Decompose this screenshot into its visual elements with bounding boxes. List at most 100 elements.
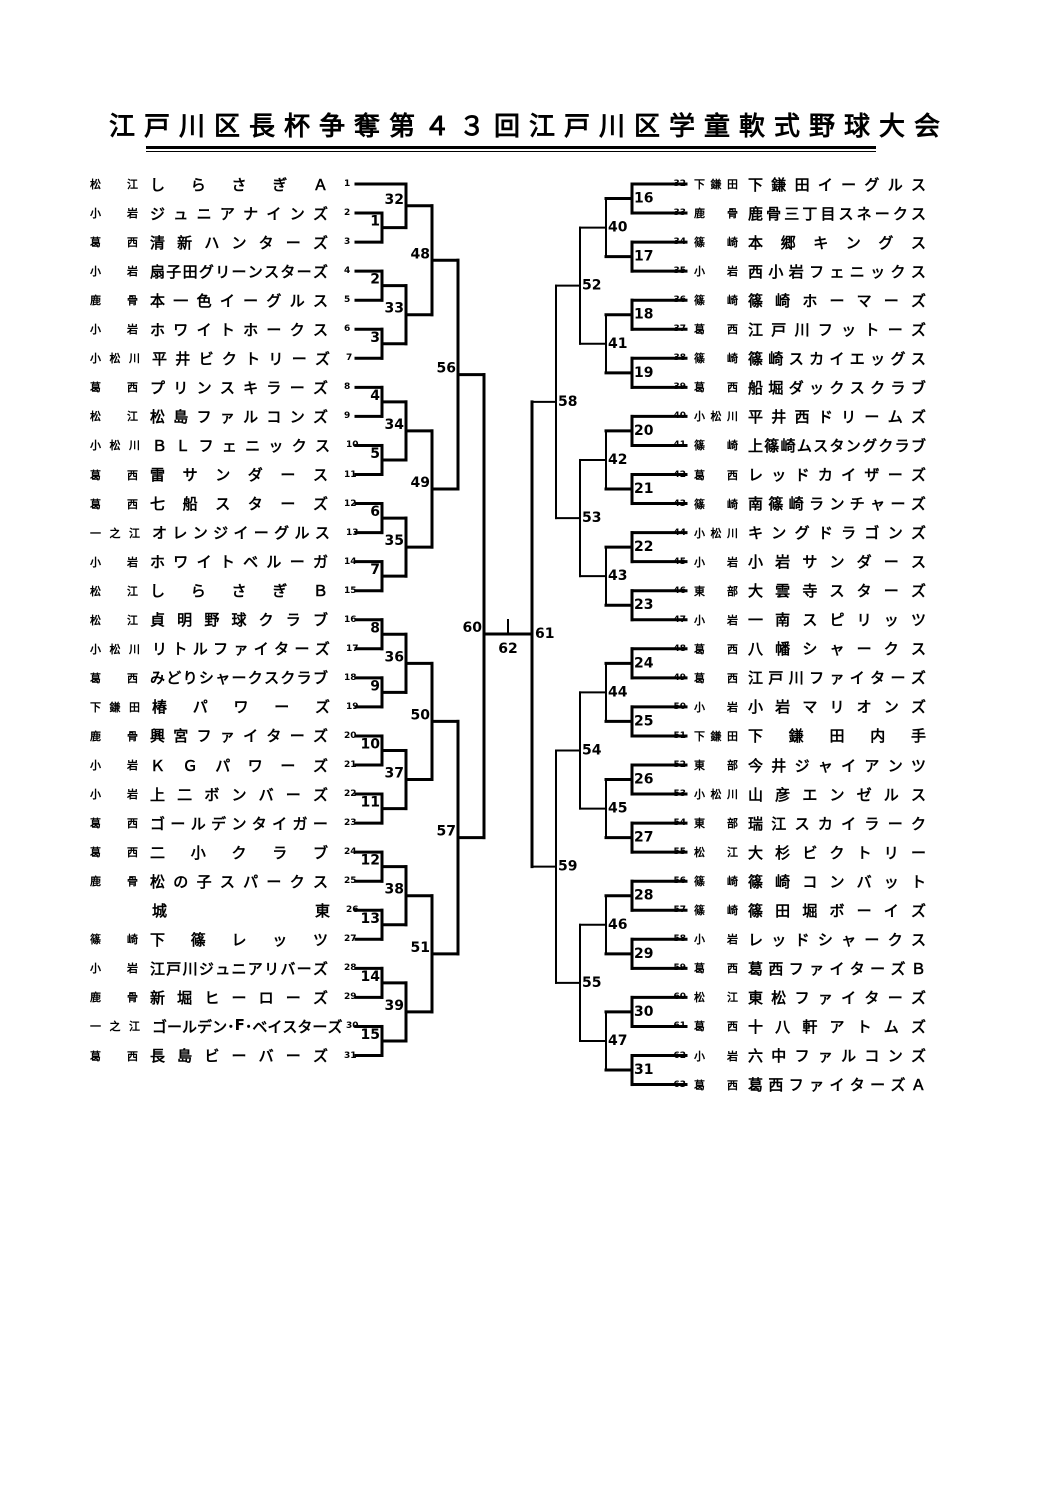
team-name: 南篠崎ランチャーズ [748, 495, 926, 514]
team-seed: 9 [344, 411, 351, 422]
team-district: 松江 [694, 846, 738, 860]
team-name: 六中ファルコンズ [748, 1047, 926, 1065]
team-name: 下鎌田イーグルス [748, 175, 926, 194]
match-number: 32 [385, 192, 404, 208]
match-number: 50 [411, 707, 431, 723]
team-district: 小岩 [694, 700, 738, 714]
team-district: 篠崎 [694, 236, 738, 250]
team-district: 松江 [90, 584, 138, 598]
match-number: 45 [608, 801, 627, 817]
team-name: 西小岩フェニックス [748, 262, 926, 281]
team-district: 篠崎 [694, 904, 738, 918]
team-name: 篠崎コンバット [748, 872, 926, 891]
team-row: 47小岩一南スピリッツ [660, 610, 926, 630]
team-seed: 27 [344, 934, 357, 945]
team-seed: 8 [344, 382, 351, 393]
team-district: 小岩 [694, 613, 738, 627]
team-name: 本一色イーグルス [150, 291, 328, 310]
match-number: 31 [634, 1062, 653, 1078]
team-name: みどりシャークスクラブ [150, 669, 328, 688]
team-district: 東部 [694, 817, 738, 831]
team-district: 松江 [694, 991, 738, 1005]
match-number: 47 [608, 1033, 627, 1049]
team-seed: 6 [344, 324, 351, 335]
match-number: 11 [361, 795, 380, 811]
match-number: 5 [370, 446, 380, 462]
match-number: 34 [385, 417, 405, 433]
match-number: 26 [634, 772, 653, 788]
team-district: 葛西 [694, 671, 738, 685]
team-row: 45小岩小岩サンダース [660, 552, 926, 572]
team-name: 二小クラブ [150, 843, 328, 862]
team-district: 一之江 [90, 526, 140, 540]
team-name: 船堀ダックスクラブ [748, 378, 926, 397]
match-number: 7 [370, 562, 380, 578]
team-district: 鹿骨 [90, 729, 138, 743]
title-underline-thin [146, 151, 876, 152]
match-number: 37 [385, 766, 404, 782]
match-number: 40 [608, 220, 628, 236]
match-number: 39 [385, 998, 404, 1014]
match-number: 41 [608, 336, 627, 352]
team-name: 八幡シャークス [748, 640, 926, 659]
match-number: 2 [370, 272, 380, 288]
match-number: 30 [634, 1004, 654, 1020]
team-name: 貞明野球クラブ [150, 611, 328, 630]
match-number: 35 [385, 533, 404, 549]
team-name: 上二ボンバーズ [150, 785, 328, 804]
team-row: 37葛西江戸川フットーズ [660, 319, 926, 339]
team-row: 56篠崎篠崎コンバット [660, 871, 926, 891]
team-district: 篠崎 [694, 294, 738, 308]
team-row: 38篠崎篠崎スカイエッグス [660, 348, 926, 368]
match-number: 25 [634, 713, 653, 729]
team-seed: 3 [344, 237, 351, 248]
team-district: 葛西 [90, 846, 138, 860]
team-name: 小岩マリオンズ [748, 698, 926, 717]
team-name: 今井ジャイアンツ [748, 756, 926, 775]
match-number: 20 [634, 423, 654, 439]
team-name: 篠田堀ボーイズ [748, 901, 926, 920]
team-district: 東部 [694, 759, 738, 772]
match-number: 60 [463, 620, 483, 636]
team-district: 葛西 [90, 381, 138, 395]
team-name: 平井ビクトリーズ [152, 349, 330, 368]
team-district: 葛西 [90, 817, 138, 831]
team-name: ゴールデンタイガー [150, 814, 328, 833]
team-row: 60松江東松ファイターズ [660, 987, 926, 1007]
team-name: 長島ビーバーズ [150, 1047, 328, 1065]
team-district: 小岩 [90, 207, 138, 221]
match-number: 24 [634, 655, 654, 671]
team-name: 篠崎ホーマーズ [748, 291, 926, 310]
team-district: 東部 [694, 584, 738, 598]
team-name: 瑞江スカイラーク [748, 814, 926, 833]
team-name: 大雲寺スターズ [748, 582, 926, 601]
team-district: 葛西 [90, 1049, 138, 1063]
team-row: 35小岩西小岩フェニックス [660, 261, 926, 281]
title-underline [146, 146, 876, 149]
match-number: 6 [370, 504, 380, 520]
team-row: 51下鎌田下鎌田内手 [660, 726, 926, 746]
match-number: 8 [370, 620, 380, 636]
team-district: 小岩 [694, 555, 738, 569]
team-seed: 13 [346, 527, 359, 538]
team-row: 葛西長島ビーバーズ 31 [90, 1046, 358, 1066]
team-seed: 2 [344, 208, 351, 219]
team-seed: 15 [344, 585, 357, 596]
team-seed: 31 [344, 1050, 357, 1061]
